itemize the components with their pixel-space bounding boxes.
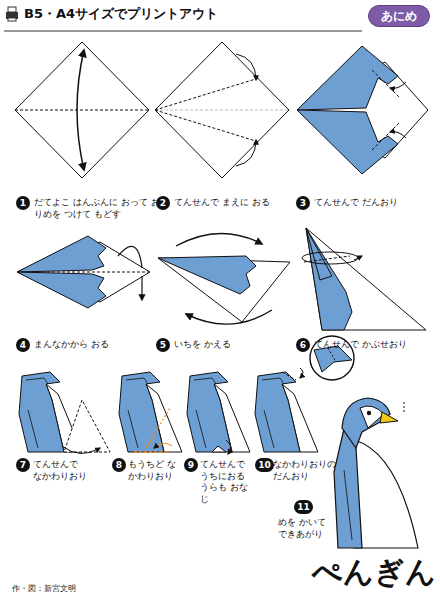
step-number: 3 [296,196,310,210]
step-number: 1 [16,196,30,210]
step-8 [119,372,182,452]
step-number: 11 [294,500,313,514]
step-7 [19,372,110,454]
step-number: 6 [296,338,310,352]
printer-icon [6,7,18,21]
node-text: 1 [20,198,26,208]
step-caption: いちを かえる [174,339,292,351]
node-text: 9 [188,460,194,470]
node-text: 10 [258,460,271,470]
step-1 [15,42,149,178]
step-caption: まんなかから おる [34,339,152,351]
node-text: 3 [300,198,306,208]
node-text: 8 [116,460,122,470]
node-text: 4 [20,340,26,350]
node-text: 2 [160,198,166,208]
node-text: 6 [300,340,306,350]
step-number: 9 [184,458,198,472]
credit-text: 作・図：新宮文明 [12,584,172,594]
step-number: 4 [16,338,30,352]
node-text: 11 [297,502,310,512]
step-number: 5 [156,338,170,352]
step-3 [297,46,428,174]
step-caption: てんせんで かぶせおり [314,339,432,351]
step-number: 7 [16,458,30,472]
header-rule [4,30,362,31]
node-text: あにめ [381,8,417,25]
step-caption: てんせんで うちにおる うらも おなじ [200,459,256,506]
site-badge: あにめ [368,5,430,27]
title: ぺんぎん [312,552,436,593]
step-caption: もうちど なかわりおり [128,459,184,482]
step-caption: てんせんで だんおり [314,197,432,209]
step-2 [155,42,289,178]
step-9 [187,372,250,454]
step-caption: なかわりおりの だんおり [273,459,337,482]
node-text: 7 [20,460,26,470]
step-caption: てんせんで なかわりおり [33,459,89,482]
step-6 [302,228,426,330]
step-caption: てんせんで まえに おる [174,197,292,209]
step-5 [158,233,290,324]
step-number: 10 [255,458,274,472]
node-text: 5 [160,340,166,350]
step-10 [255,336,354,452]
finished-penguin [334,398,418,548]
header-text: B5・A4サイズでプリントアウト [24,6,354,23]
step-number: 8 [112,458,126,472]
step-caption: めを かいて できあがり [278,517,330,540]
step-number: 2 [156,196,170,210]
step-caption: だてよこ はんぶんに おって おりめを つけて もどす [34,197,162,220]
step-4 [17,236,150,308]
